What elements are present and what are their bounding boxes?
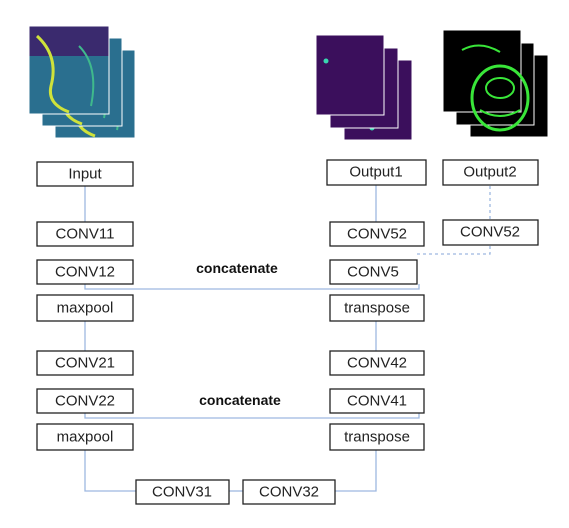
svg-text:CONV11: CONV11 [56,226,115,243]
svg-text:maxpool: maxpool [57,300,114,317]
svg-text:Output2: Output2 [463,164,516,181]
maxpool2-block: maxpool [36,423,134,451]
svg-text:CONV12: CONV12 [55,264,115,281]
svg-text:CONV42: CONV42 [347,355,407,372]
concatenate-label-top: concatenate [196,260,278,276]
conv52-right-block: CONV52 [442,219,539,246]
svg-text:transpose: transpose [344,300,410,317]
conv21-block: CONV21 [36,350,134,376]
svg-text:CONV21: CONV21 [55,355,115,372]
svg-text:CONV41: CONV41 [347,393,407,410]
svg-text:CONV22: CONV22 [55,393,115,410]
conv11-block: CONV11 [36,221,134,247]
svg-text:CONV32: CONV32 [259,484,319,501]
link-maxpool2-conv31 [84,450,136,492]
conv52-left-block: CONV52 [329,221,425,247]
transpose1-block: transpose [329,294,425,322]
output2-block: Output2 [442,159,539,186]
input-image-stack [28,25,136,139]
skip-bottom [84,413,420,419]
svg-text:maxpool: maxpool [57,429,114,446]
concatenate-label-bottom: concatenate [199,392,281,408]
conv31-block: CONV31 [135,479,230,505]
svg-text:CONV5: CONV5 [347,264,399,281]
link-conv5-output2-branch [417,185,491,255]
svg-text:transpose: transpose [344,429,410,446]
conv5-block: CONV5 [329,259,418,285]
svg-text:CONV52: CONV52 [460,224,520,241]
input-block: Input [36,161,134,187]
transpose2-block: transpose [329,423,425,451]
conv32-block: CONV32 [242,479,336,505]
output2-image-stack [442,29,549,138]
conv22-block: CONV22 [36,388,134,414]
maxpool1-block: maxpool [36,294,134,322]
conv41-block: CONV41 [329,388,425,414]
output1-block: Output1 [326,159,427,186]
link-conv32-transpose2 [335,450,377,492]
conv42-block: CONV42 [329,350,425,376]
skip-top [84,284,420,290]
svg-text:CONV31: CONV31 [152,484,212,501]
output1-image-stack [315,34,413,141]
svg-text:CONV52: CONV52 [347,226,407,243]
connectors [84,185,491,492]
conv12-block: CONV12 [36,259,134,285]
svg-text:Output1: Output1 [349,164,402,181]
svg-text:Input: Input [68,166,102,183]
